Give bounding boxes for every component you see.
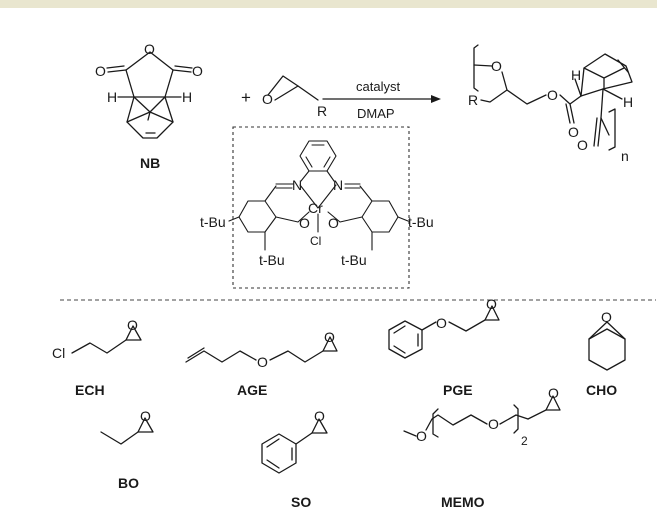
ech-chlorine: Cl	[52, 345, 65, 361]
catalyst-chromium: Cr	[308, 200, 323, 216]
nb-label: NB	[140, 155, 160, 171]
product-ether-oxygen: O	[491, 58, 502, 74]
memo-label: MEMO	[441, 494, 485, 510]
nb-carbonyl-oxygen-right: O	[192, 63, 203, 79]
catalyst-nitrogen-right: N	[333, 177, 343, 193]
pge-ether-oxygen: O	[436, 315, 447, 331]
so-oxygen: O	[314, 408, 325, 424]
age-structure: O O AGE	[185, 329, 338, 398]
product-ester-oxygen: O	[547, 87, 558, 103]
product-hydrogen-top: H	[571, 67, 581, 83]
pge-label: PGE	[443, 382, 473, 398]
so-structure: O SO	[261, 408, 328, 510]
product-hydrogen-right: H	[623, 94, 633, 110]
reagent-catalyst: catalyst	[356, 79, 400, 94]
catalyst-tbu-right-ortho: t-Bu	[341, 252, 367, 268]
epoxide-r-group: R	[317, 103, 327, 119]
cr-salen-catalyst: N N Cr O O Cl t-Bu t-Bu t-Bu t-Bu	[200, 140, 434, 268]
nb-structure: O O O H H NB	[95, 41, 203, 171]
nb-hydrogen-left: H	[107, 89, 117, 105]
polymer-product: O R O O O H H n	[468, 44, 633, 164]
so-label: SO	[291, 494, 311, 510]
pge-structure: O O PGE	[388, 296, 500, 398]
product-repeat-n: n	[621, 148, 629, 164]
bo-structure: O BO	[100, 408, 154, 491]
cho-structure: O CHO	[586, 309, 626, 398]
reagent-dmap: DMAP	[357, 106, 395, 121]
ech-label: ECH	[75, 382, 105, 398]
bo-label: BO	[118, 475, 139, 491]
cho-oxygen: O	[601, 309, 612, 325]
catalyst-oxygen-left: O	[299, 215, 310, 231]
memo-ether-oxygen: O	[488, 416, 499, 432]
epoxide-oxygen: O	[262, 91, 273, 107]
catalyst-tbu-left-para: t-Bu	[200, 214, 226, 230]
top-banner-strip	[0, 0, 657, 8]
product-r-group: R	[468, 92, 478, 108]
catalyst-oxygen-right: O	[328, 215, 339, 231]
age-epoxide-oxygen: O	[324, 329, 335, 345]
cho-label: CHO	[586, 382, 617, 398]
memo-repeat-count: 2	[521, 434, 528, 448]
catalyst-chloride: Cl	[310, 234, 321, 248]
product-carbonyl-oxygen-2: O	[577, 137, 588, 153]
ech-oxygen: O	[127, 317, 138, 333]
nb-ring-oxygen: O	[144, 41, 155, 57]
bo-oxygen: O	[140, 408, 151, 424]
age-label: AGE	[237, 382, 267, 398]
plus-sign: +	[241, 88, 251, 107]
reaction-arrow: catalyst DMAP	[322, 79, 441, 121]
catalyst-tbu-left-ortho: t-Bu	[259, 252, 285, 268]
product-carbonyl-oxygen-1: O	[568, 124, 579, 140]
age-ether-oxygen: O	[257, 354, 268, 370]
nb-hydrogen-right: H	[182, 89, 192, 105]
nb-carbonyl-oxygen-left: O	[95, 63, 106, 79]
ech-structure: Cl O ECH	[52, 317, 142, 398]
memo-epoxide-oxygen: O	[548, 385, 559, 401]
memo-structure: O O 2 O MEMO	[403, 385, 561, 510]
catalyst-nitrogen-left: N	[292, 177, 302, 193]
catalyst-tbu-right-para: t-Bu	[408, 214, 434, 230]
epoxide-reactant: O R	[262, 75, 327, 119]
memo-methoxy-oxygen: O	[416, 428, 427, 444]
pge-epoxide-oxygen: O	[486, 296, 497, 312]
